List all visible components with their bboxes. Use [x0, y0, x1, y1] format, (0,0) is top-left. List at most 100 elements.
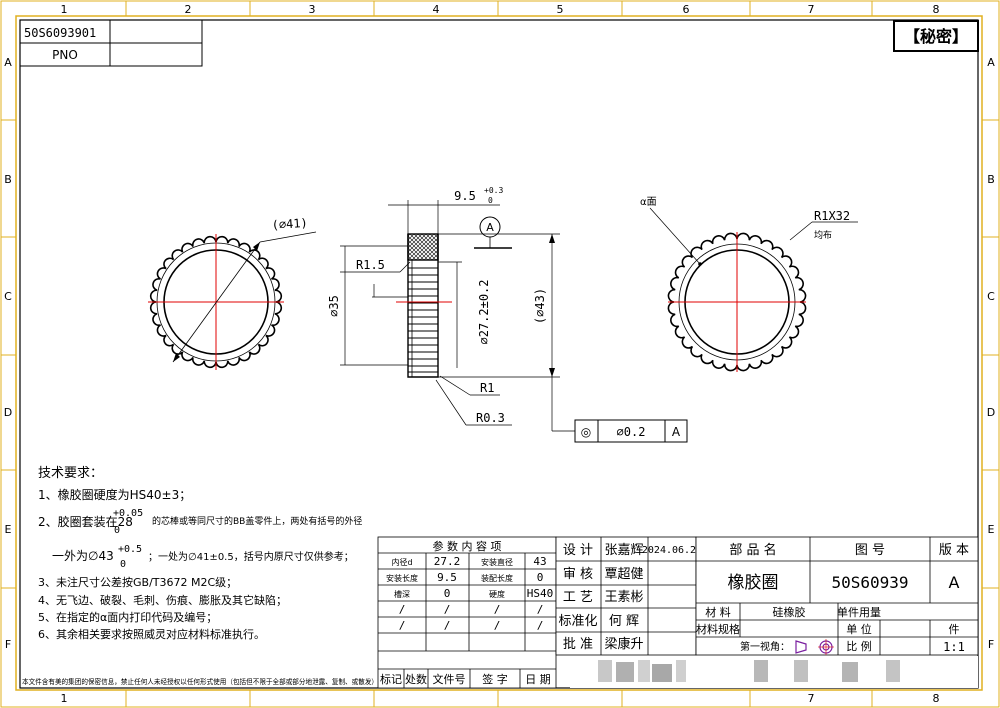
param-r3c4: HS40: [527, 587, 554, 600]
tech-req-tol2-lower: 0: [120, 559, 126, 570]
tech-req-item-2a: 2、胶圈套装在28: [38, 514, 133, 529]
part-name: 橡胶圈: [728, 573, 779, 593]
name-design: 张嘉辉: [604, 543, 643, 558]
dim-dia43-label: (∅43): [533, 288, 547, 324]
arrow-dia43-bottom: [549, 368, 555, 377]
label-unit: 单 位: [846, 622, 872, 636]
param-r4c2: /: [444, 603, 451, 616]
drawing-number: 50S60939: [831, 573, 908, 592]
tech-req-item-5: 5、在指定的α面内打印代码及编号；: [38, 610, 217, 624]
zone-col-2: 2: [185, 3, 192, 16]
params-table-text: 参 数 内 容 项 内径d 27.2 安装直径 43 安装长度 9.5 装配长度…: [380, 539, 553, 686]
zone-row-d: D: [4, 406, 12, 419]
feature-control-frame: ◎ ∅0.2 A: [574, 419, 688, 443]
datum-a-label: A: [486, 221, 494, 234]
label-drawing-no: 图 号: [855, 543, 885, 558]
back-view-right: α面 R1X32 均布: [640, 197, 858, 372]
unit-value: 件: [949, 623, 960, 636]
role-standard: 标准化: [558, 614, 597, 629]
zone-col-1: 1: [61, 3, 68, 16]
top-left-block: 50S6093901 PNO: [19, 19, 203, 67]
tech-req-item-6: 6、其余相关要求按照威灵对应材料标准执行。: [38, 627, 265, 641]
param-r3c3: 硬度: [489, 589, 505, 599]
name-review: 覃超健: [604, 567, 643, 582]
label-part-name: 部 品 名: [729, 542, 776, 558]
tech-req-tol2-upper: +0.5: [118, 544, 142, 555]
section-hatch: [407, 233, 439, 261]
param-r5c4: /: [537, 619, 544, 632]
leader-dia41: [259, 231, 317, 243]
tech-req-tol1-upper: +0.05: [113, 508, 143, 519]
dim-width-tol-lower: 0: [488, 196, 493, 205]
zone-row-b: B: [4, 173, 12, 186]
fcf-tolerance: ∅0.2: [617, 425, 646, 439]
param-r2c1: 安装长度: [386, 573, 418, 583]
role-process: 工 艺: [563, 590, 593, 605]
dim-width-label: 9.5: [454, 189, 476, 203]
section-view: 9.5 +0.3 0 A R1.5 ∅35 ∅27.2±0.2 (∅43): [327, 186, 688, 443]
name-process: 王素彬: [604, 590, 643, 605]
r1x32-note: 均布: [814, 229, 832, 241]
label-spec: 材料规格: [696, 622, 740, 636]
title-block-text: 部 品 名 图 号 版 本 橡胶圈 50S60939 A 材 料 硅橡胶 单件用…: [696, 542, 969, 654]
params-table: [377, 536, 557, 689]
zone-col-4: 4: [433, 3, 440, 16]
param-r1c1: 内径d: [391, 557, 412, 567]
role-approve: 批 准: [563, 637, 593, 652]
material-value: 硅橡胶: [773, 605, 806, 619]
arrow-dia41-b: [253, 242, 260, 251]
dim-dia272-label: ∅27.2±0.2: [477, 279, 491, 344]
zone-col-7: 7: [808, 3, 815, 16]
zone-row-c-right: C: [987, 290, 995, 303]
tech-req-item-2b: 的芯棒或等同尺寸的BB盖零件上，两处有括号的外径: [152, 515, 362, 527]
rev-col-docno: 文件号: [433, 672, 466, 686]
signoff-table: [555, 536, 697, 656]
tech-req-item-3: 3、未注尺寸公差按GB/T3672 M2C级；: [38, 575, 237, 589]
param-r4c4: /: [537, 603, 544, 616]
role-review: 审 核: [563, 567, 593, 582]
dim-r15-label: R1.5: [356, 258, 385, 272]
param-r3c2: 0: [444, 587, 451, 600]
rev-col-sign: 签 字: [482, 672, 508, 686]
zone-row-d-right: D: [987, 406, 995, 419]
param-r2c4: 0: [537, 571, 544, 584]
label-material: 材 料: [705, 605, 731, 619]
tech-requirements: 技术要求： 1、橡胶圈硬度为HS40±3； 2、胶圈套装在28 +0.05 0 …: [38, 466, 362, 641]
param-r1c2: 27.2: [434, 555, 461, 568]
title-block: [695, 536, 979, 656]
param-r4c1: /: [399, 603, 406, 616]
projection-symbol-icon: [795, 639, 834, 655]
param-r5c2: /: [444, 619, 451, 632]
param-r2c3: 装配长度: [481, 573, 513, 583]
label-unit-qty: 单件用量: [837, 606, 881, 619]
fcf-datum: A: [672, 425, 681, 439]
secret-stamp: 【秘密】: [893, 20, 979, 52]
scale-value: 1:1: [943, 640, 965, 654]
dim-dia41-label: (∅41): [271, 216, 308, 232]
param-r5c3: /: [494, 619, 501, 632]
label-version: 版 本: [939, 543, 969, 558]
zone-row-c: C: [4, 290, 12, 303]
dim-line-dia41: [172, 241, 261, 363]
name-standard: 何 辉: [609, 613, 639, 629]
param-r1c3: 安装直径: [481, 557, 513, 567]
param-r4c3: /: [494, 603, 501, 616]
date-design: 2024.06.28: [642, 545, 702, 556]
dim-dia35-label: ∅35: [327, 295, 341, 317]
knurl-lines: [408, 267, 438, 373]
redacted-strip: [570, 656, 978, 688]
dim-r1-label: R1: [480, 381, 494, 395]
zone-col-3: 3: [309, 3, 316, 16]
tech-req-item-2c: 一外为∅43: [52, 549, 114, 563]
label-view: 第一视角：: [740, 640, 790, 653]
arrow-dia43-top: [549, 234, 555, 243]
param-r1c4: 43: [533, 555, 546, 568]
fcf-symbol: ◎: [581, 425, 591, 439]
tech-req-item-2d: ；一处为∅41±0.5，括号内原尺寸仅供参考；: [148, 550, 354, 563]
zone-row-e: E: [5, 523, 12, 536]
rev-col-mark: 标记: [380, 672, 402, 686]
zone-col-7-bottom: 7: [808, 692, 815, 705]
